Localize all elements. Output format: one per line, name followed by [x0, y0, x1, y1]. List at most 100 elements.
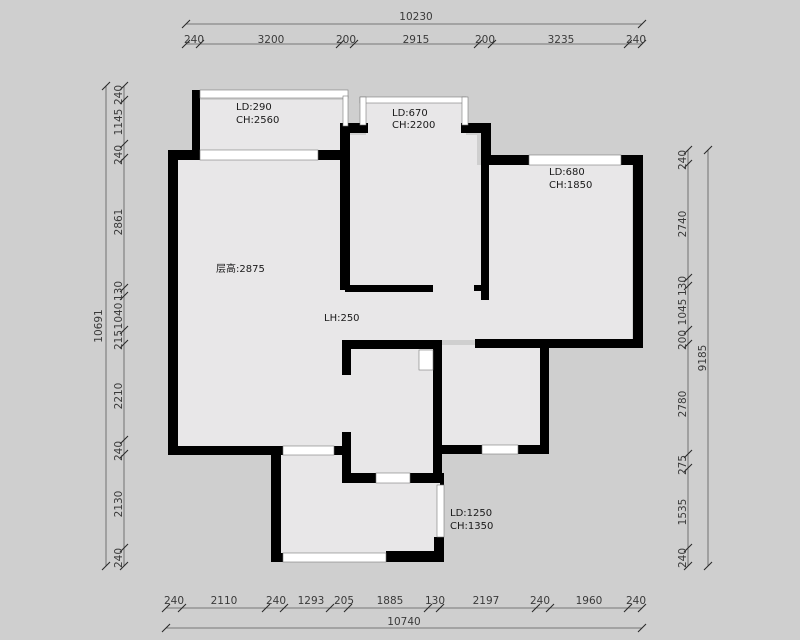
top-dimension: 200	[475, 34, 495, 46]
wall	[345, 285, 433, 292]
left-dimension: 240	[113, 145, 125, 165]
bay-ld-label: LD:670	[392, 108, 428, 119]
wall	[334, 446, 350, 455]
wall	[318, 150, 348, 160]
floor-area	[178, 100, 632, 554]
wall	[168, 150, 200, 160]
wall	[518, 445, 549, 454]
right-dimension: 200	[677, 330, 689, 350]
south-balcony-floor	[280, 448, 440, 554]
bottom-dimension: 1293	[298, 595, 325, 607]
right-dimension: 1045	[677, 299, 689, 326]
window	[461, 96, 469, 126]
wall	[271, 553, 283, 562]
top-dimension: 3200	[258, 34, 285, 46]
windows	[199, 89, 622, 563]
left-dimension: 2210	[113, 383, 125, 410]
bedroom-ld-label: LD:680	[549, 167, 585, 178]
wall	[481, 155, 529, 165]
left-dimension: 2130	[113, 491, 125, 518]
window	[199, 89, 349, 99]
living-room-floor	[178, 160, 345, 448]
left-dimension: 240	[113, 548, 125, 568]
bottom-dimension: 2110	[211, 595, 238, 607]
wall	[342, 473, 376, 483]
bottom-total-dimension: 10740	[387, 616, 420, 628]
bottom-dimension: 1960	[576, 595, 603, 607]
left-dimension: 240	[113, 85, 125, 105]
bedroom-floor	[477, 165, 632, 340]
window	[282, 552, 387, 563]
bottom-dimension: 240	[530, 595, 550, 607]
window	[359, 96, 367, 126]
wall	[540, 339, 549, 454]
wall	[481, 160, 489, 300]
wall	[342, 432, 351, 482]
left-dimension: 2861	[113, 209, 125, 236]
bottom-dimension: 240	[266, 595, 286, 607]
top-total-dimension: 10230	[399, 11, 432, 23]
wall	[621, 155, 643, 165]
wall	[434, 537, 444, 562]
wall	[340, 123, 350, 290]
window	[436, 484, 445, 538]
wall	[168, 446, 283, 455]
wall	[633, 155, 643, 348]
right-dimension: 2740	[677, 211, 689, 238]
central-room-floor	[345, 135, 477, 290]
wall	[386, 551, 444, 562]
left-dimension: 240	[113, 441, 125, 461]
bottom-dimension: 205	[334, 595, 354, 607]
wall	[436, 445, 482, 454]
window	[528, 154, 622, 166]
bay-ch-label: CH:2200	[392, 120, 435, 131]
wall	[410, 473, 444, 483]
south-balcony-ch-label: CH:1350	[450, 521, 493, 532]
top-dimension: 2915	[403, 34, 430, 46]
right-dimensions: 240 2740 130 1045 200 2780 275 1535 240 …	[677, 150, 709, 568]
wall	[461, 123, 491, 133]
right-dimension: 275	[677, 455, 689, 475]
wall	[433, 340, 442, 483]
wall	[168, 150, 178, 455]
bath-floor	[440, 345, 540, 445]
window	[359, 96, 467, 104]
walls	[168, 90, 643, 562]
bottom-dimension: 240	[626, 595, 646, 607]
right-dimension: 240	[677, 548, 689, 568]
bottom-dimension: 240	[164, 595, 184, 607]
south-balcony-ld-label: LD:1250	[450, 508, 492, 519]
window	[199, 149, 319, 161]
wall	[340, 123, 368, 133]
top-dimension: 3235	[548, 34, 575, 46]
shower-fixture	[418, 349, 434, 371]
window	[342, 95, 349, 127]
left-total-dimension: 10691	[93, 309, 105, 342]
bottom-dimension: 1885	[377, 595, 404, 607]
bedroom-ch-label: CH:1850	[549, 180, 592, 191]
left-dimensions: 10691 240 1145 240 2861 130 1040 215 221…	[93, 85, 125, 568]
wall	[271, 446, 281, 562]
top-dimension: 240	[184, 34, 204, 46]
right-dimension: 1535	[677, 499, 689, 526]
bay-window-floor	[366, 103, 466, 135]
balcony-ch-label: CH:2560	[236, 115, 279, 126]
left-dimension: 1040	[113, 303, 125, 330]
wall	[342, 340, 351, 375]
left-dimension: 130	[113, 281, 125, 301]
right-dimension: 2780	[677, 391, 689, 418]
wall	[475, 339, 643, 348]
balcony-ld-label: LD:290	[236, 102, 272, 113]
hall-floor	[345, 290, 477, 340]
room-labels: LD:290 CH:2560 LD:670 CH:2200 LD:680 CH:…	[216, 102, 592, 532]
window	[375, 472, 411, 484]
left-dimension: 215	[113, 330, 125, 350]
bottom-dimension: 130	[425, 595, 445, 607]
bottom-dimensions: 240 2110 240 1293 205 1885 130 2197 240 …	[164, 595, 646, 628]
top-dimensions: 10230 240 3200 200 2915 200 3235 240	[184, 11, 646, 46]
bottom-dimension: 2197	[473, 595, 500, 607]
right-dimension: 130	[677, 276, 689, 296]
right-dimension: 240	[677, 150, 689, 170]
lh-label: LH:250	[324, 313, 360, 324]
